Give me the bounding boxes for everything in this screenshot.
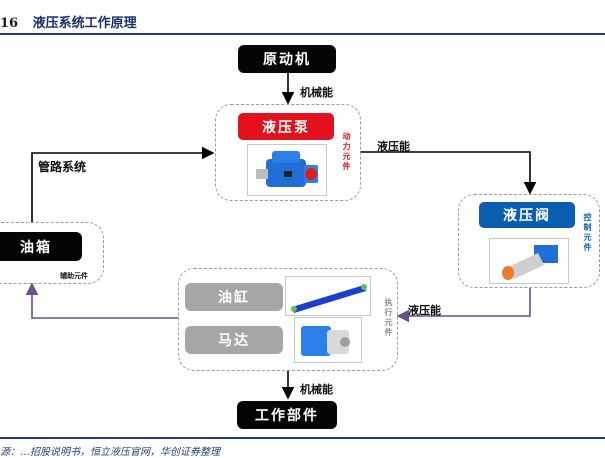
figure-title: 16 液压系统工作原理 [0,12,137,31]
edge-tank-pump [31,146,215,222]
valve-label: 液压阀 [503,208,551,224]
motor-node: 马达 [185,326,283,354]
actuator-group [178,268,398,371]
valve-photo [489,238,569,284]
edge-valve-actuator [396,288,531,323]
edge-label-hydraulic-bottom: 液压能 [408,304,441,317]
work-part-label: 工作部件 [255,408,319,424]
auxiliary-group-label: 辅助元件 [60,271,88,280]
work-part-node: 工作部件 [237,401,337,429]
actuator-group-label: 执行元件 [384,298,394,338]
hydraulic-cylinder-icon [291,284,367,313]
edge-label-piping: 管路系统 [38,160,87,174]
cylinder-node: 油缸 [185,283,283,311]
pump-label: 液压泵 [262,119,310,136]
source-note: 源：…招股说明书，恒立液压官网，华创证券整理 [0,447,220,458]
prime-mover-label: 原动机 [263,52,311,68]
edge-label-mechanical-top: 机械能 [300,86,333,99]
auxiliary-group [0,222,104,284]
hydraulic-pump-icon [256,151,318,187]
control-group [458,194,600,288]
tank-node: 油箱 [0,232,82,261]
valve-node: 液压阀 [479,202,575,228]
edge-actuator-tank [25,282,178,319]
hydraulic-valve-icon [502,245,558,280]
figure-number: 16 [0,16,19,31]
power-group-label: 动力元件 [342,132,352,172]
edge-label-hydraulic-right: 液压能 [377,140,410,153]
footer-rule [0,437,605,439]
edge-pump-valve [360,151,537,195]
motor-photo [294,317,362,363]
tank-label: 油箱 [20,239,52,256]
figure-title-text: 液压系统工作原理 [32,16,137,31]
control-group-label: 控制元件 [583,213,593,253]
edge-label-mechanical-bottom: 机械能 [300,383,333,396]
title-rule [0,33,605,35]
pump-node: 液压泵 [238,113,334,140]
cylinder-photo [285,276,371,316]
cylinder-label: 油缸 [218,290,250,306]
prime-mover-node: 原动机 [238,45,336,73]
motor-label: 马达 [218,333,250,349]
hydraulic-motor-icon [301,326,350,356]
power-group [215,104,361,201]
pump-photo [247,144,327,196]
